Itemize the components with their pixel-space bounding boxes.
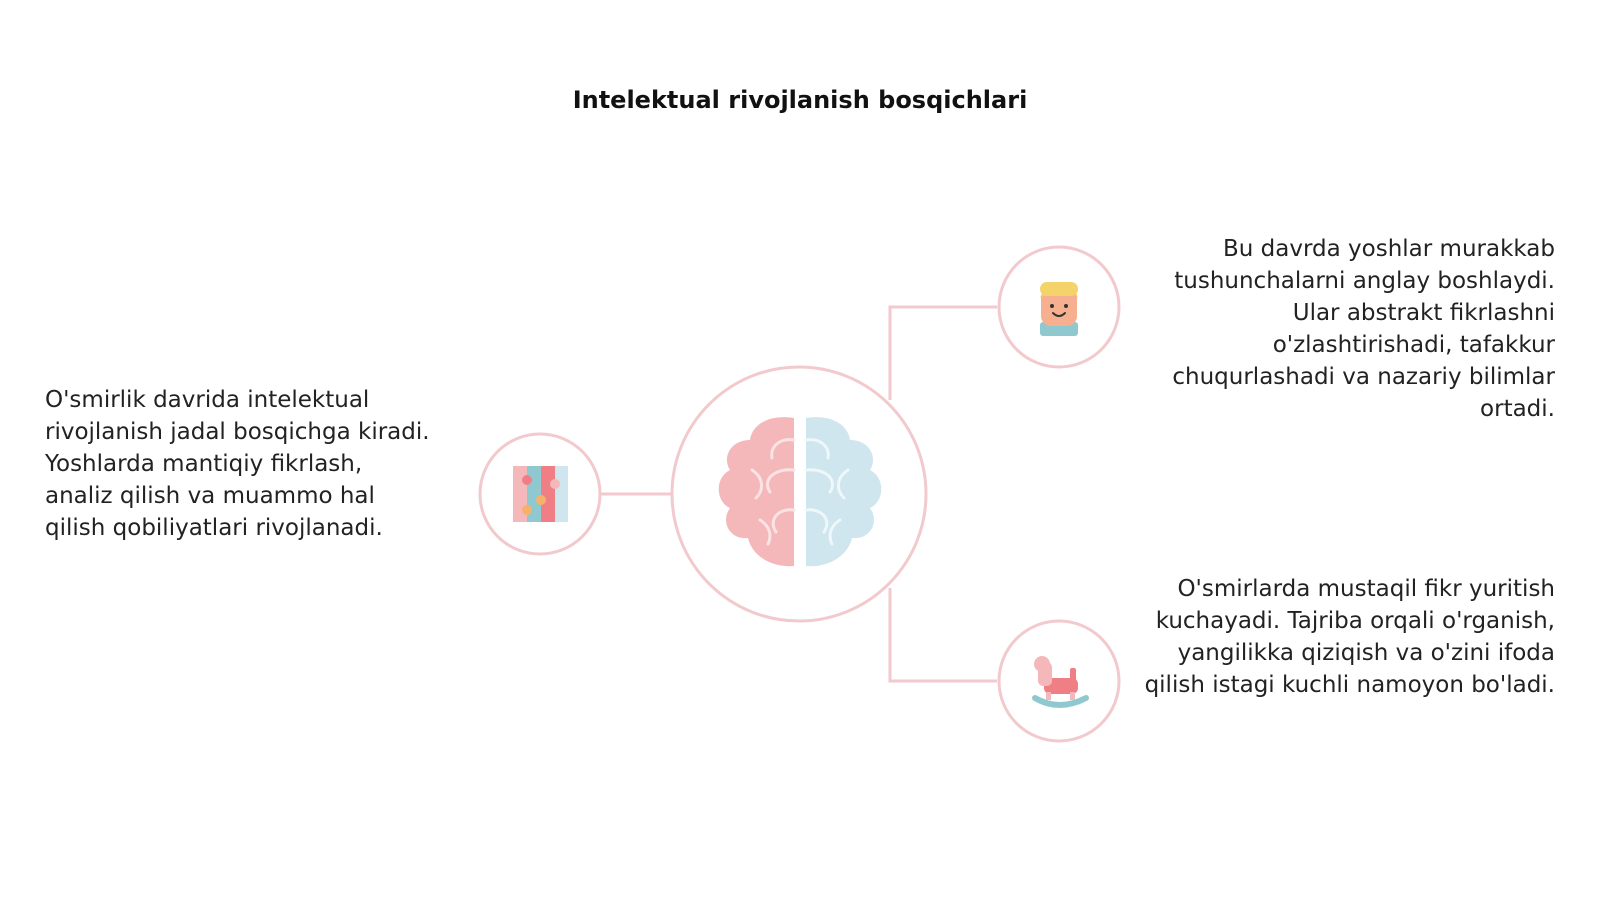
bottom-right-node (997, 619, 1121, 743)
puzzle-icon (513, 466, 568, 522)
brain-icon (718, 417, 882, 567)
rocking-horse-icon (1032, 656, 1089, 708)
left-description: O'smirlik davrida intelektual rivojlanis… (45, 387, 430, 541)
connector-bottom-right (888, 588, 997, 683)
left-node (478, 432, 602, 556)
page-title: Intelektual rivojlanish bosqichlari (572, 86, 1028, 114)
bottom-right-description: O'smirlarda mustaqil fikr yuritish kucha… (1144, 576, 1555, 698)
center-node (670, 365, 928, 623)
connector-top-right (888, 305, 997, 400)
connector-lines (600, 305, 997, 683)
top-right-description: Bu davrda yoshlar murakkab tushunchalarn… (1172, 236, 1555, 422)
child-face-icon (1040, 282, 1078, 336)
top-right-node (997, 245, 1121, 369)
